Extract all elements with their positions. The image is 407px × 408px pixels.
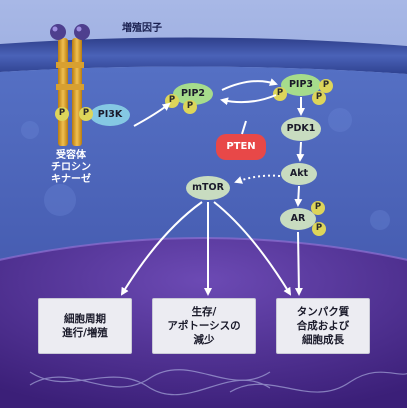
outcome-survival-box: 生存/ アポトーシスの 減少 [152, 298, 256, 354]
arrow-pip3-to-pip2 [220, 94, 277, 106]
pten-inhibition-line [241, 120, 247, 135]
phosphate-label: P [322, 80, 330, 90]
pten-node [216, 134, 266, 160]
cell-membrane [0, 37, 407, 74]
pdk1-label: PDK1 [286, 123, 316, 134]
mtor-node [186, 176, 230, 200]
arrow-pi3k-to-pip2 [133, 102, 171, 127]
pi3k-node [90, 104, 130, 126]
outcome-cell-cycle-box: 細胞周期 進行/増殖 [38, 298, 132, 354]
phosphate-label: P [58, 108, 66, 118]
arrow-pip2-to-pip3 [221, 78, 278, 91]
dna-strand [29, 369, 407, 396]
pathway-arrows [120, 78, 305, 296]
arrow-akt-to-mtor [234, 174, 281, 184]
phosphate-label: P [168, 95, 176, 105]
phosphate-label: P [276, 88, 284, 98]
arrow-akt-to-ar [294, 185, 303, 207]
pip2-node [173, 83, 213, 105]
pi3k-label: PI3K [97, 109, 123, 120]
pip2-label: PIP2 [180, 88, 206, 99]
akt-label: Akt [289, 168, 309, 179]
pten-label: PTEN [226, 141, 256, 152]
akt-node [281, 163, 317, 185]
ar-label: AR [290, 213, 306, 224]
arrow-ar-to-protein-synthesis [294, 231, 303, 296]
pip3-node [281, 74, 321, 96]
arrow-mtor-to-protein-synthesis [213, 201, 292, 296]
phosphate-label: P [186, 101, 194, 111]
growth-factor-label: 増殖因子 [122, 23, 162, 34]
pip3-label: PIP3 [288, 79, 314, 90]
arrow-mtor-to-cell-cycle [120, 201, 203, 296]
phosphate-label: P [314, 202, 322, 212]
phosphate-label: P [315, 92, 323, 102]
pdk1-node [281, 117, 321, 141]
receptor-label: 受容体 チロシン キナーゼ [51, 150, 91, 185]
ar-node [280, 208, 316, 230]
arrow-pdk1-to-akt [296, 141, 305, 162]
mtor-label: mTOR [192, 182, 224, 193]
phosphate-label: P [82, 108, 90, 118]
phosphate-label: P [315, 223, 323, 233]
outcome-protein-synthesis-box: タンパク質 合成および 細胞成長 [276, 298, 370, 354]
